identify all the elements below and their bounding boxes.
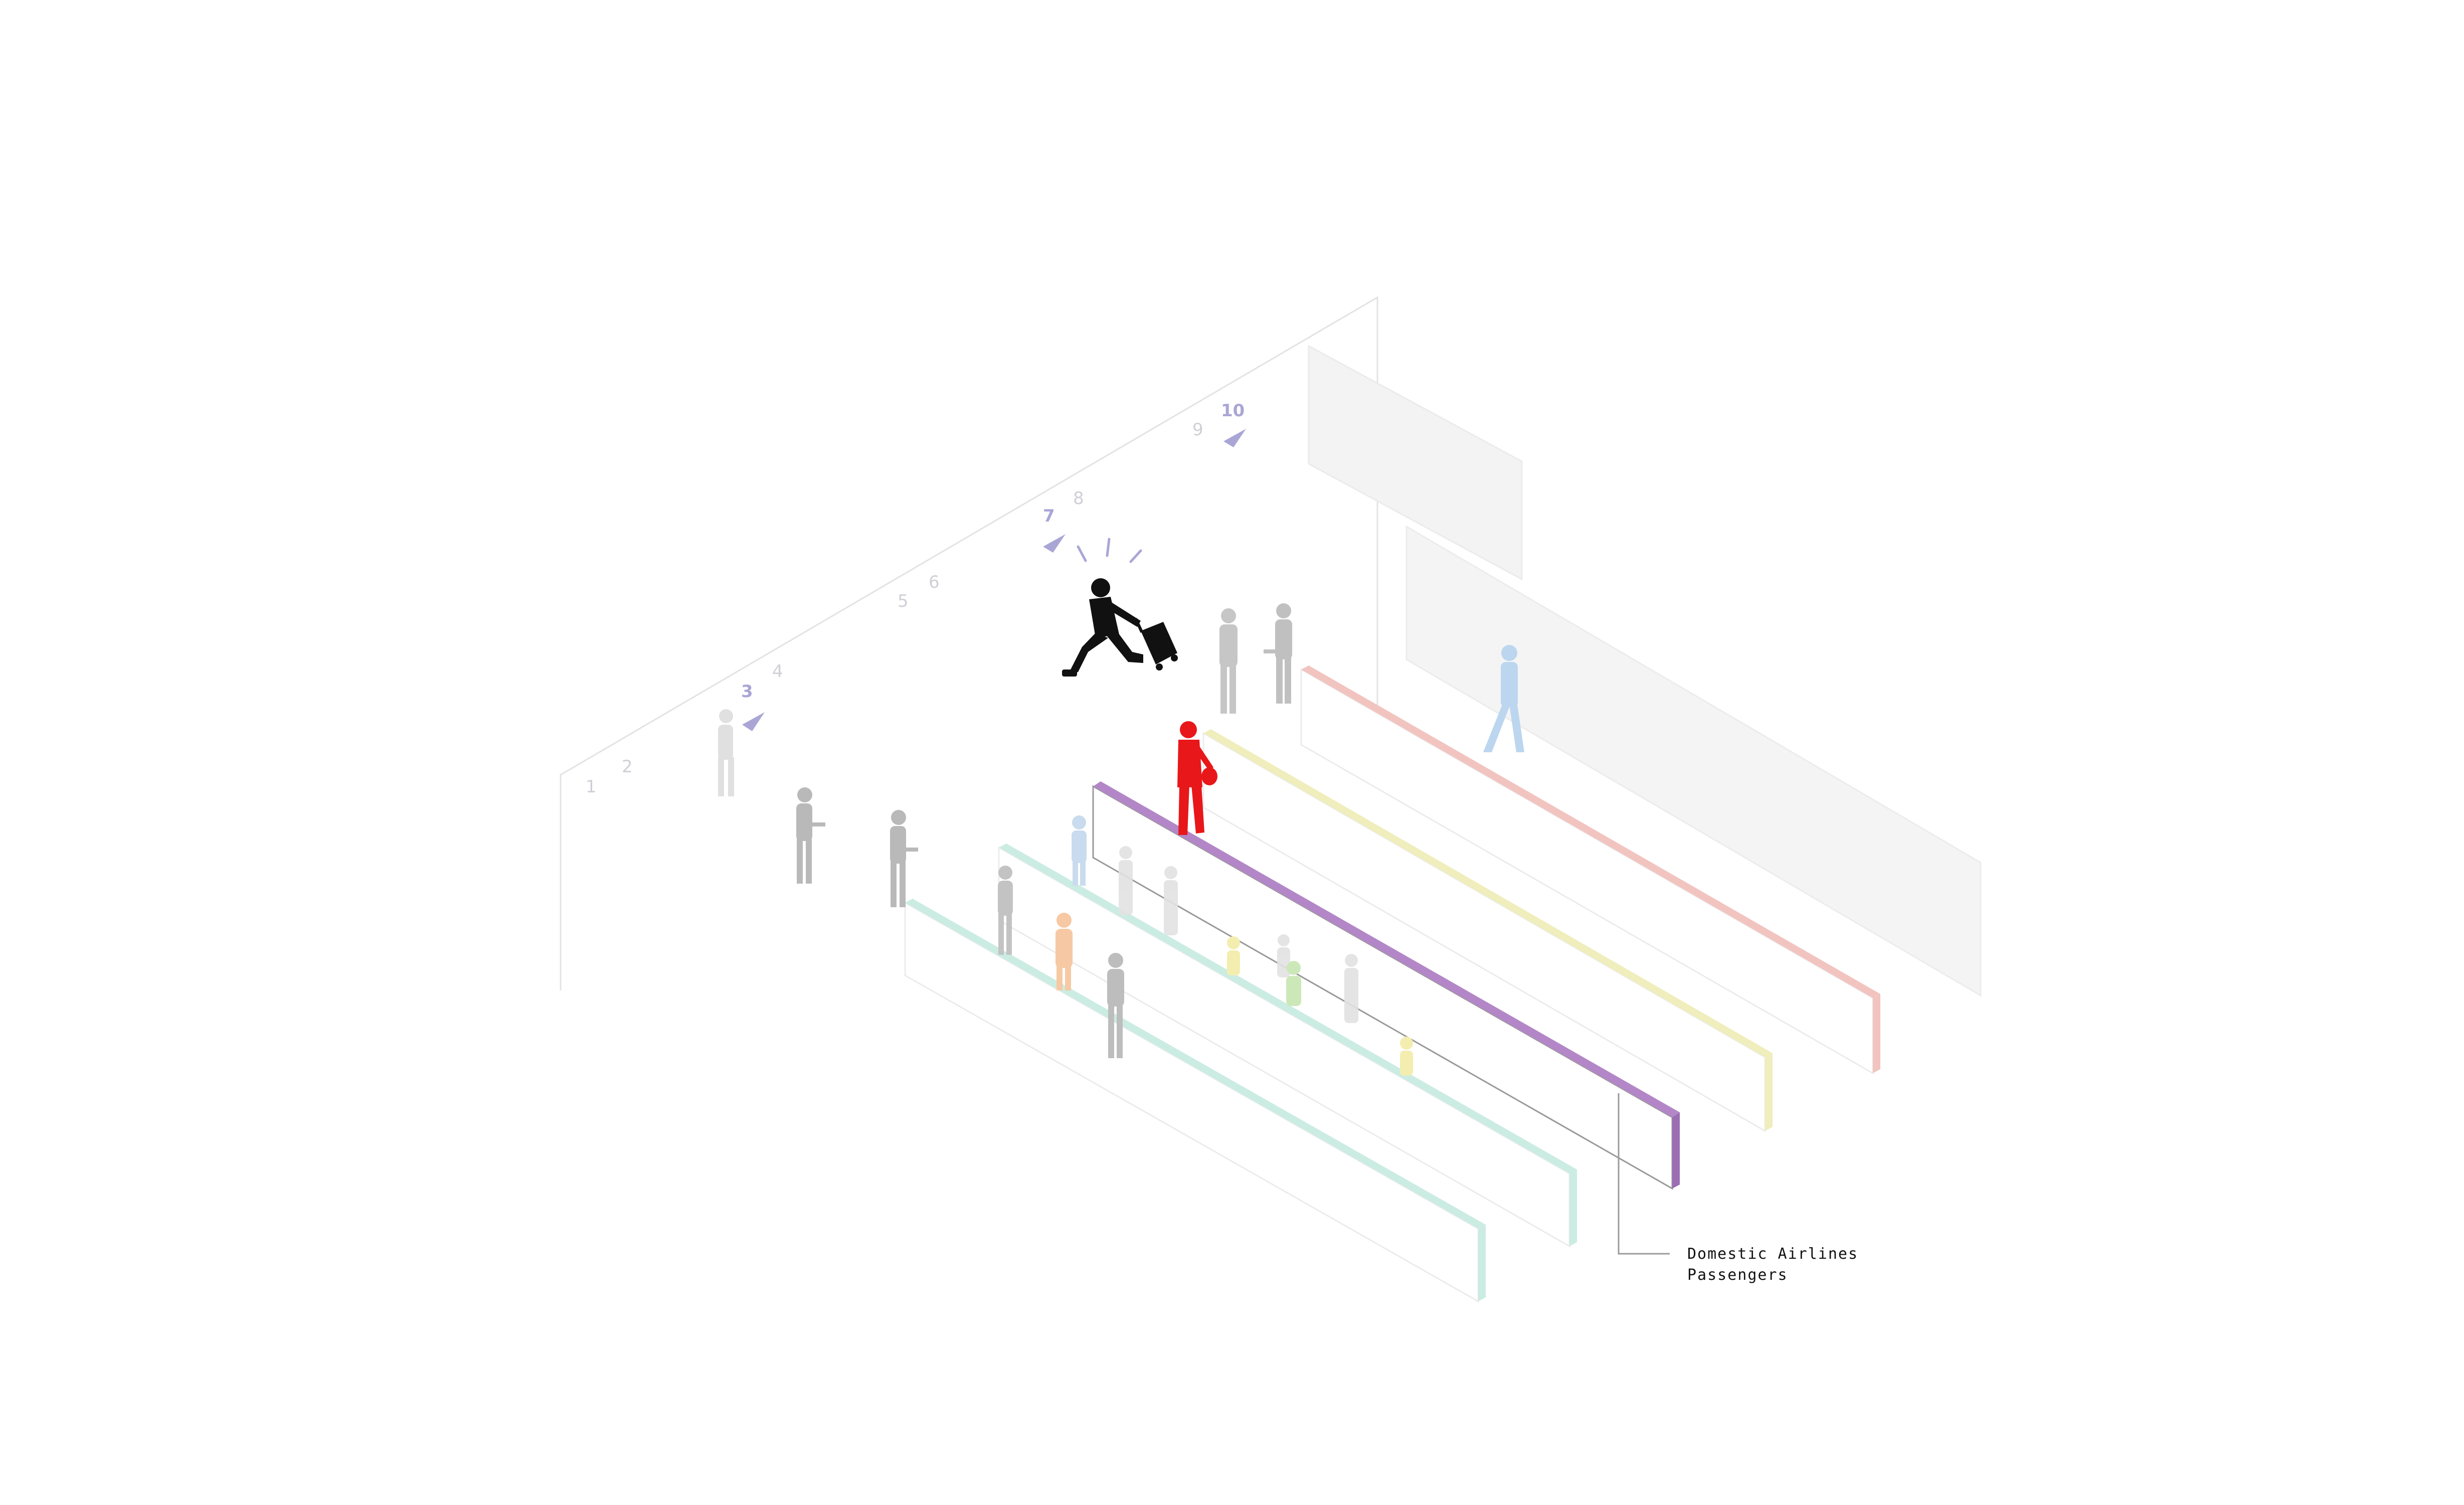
callout-label-line2: Passengers xyxy=(1687,1266,1788,1284)
barrier-mint-near xyxy=(904,899,1486,1303)
passenger-grey-4 xyxy=(1219,608,1238,714)
callout-label-line1: Domestic Airlines xyxy=(1687,1245,1858,1263)
gate-markers xyxy=(742,429,1246,731)
gate-number-10: 10 xyxy=(1221,401,1245,421)
gate-number-7: 7 xyxy=(1043,506,1055,526)
gate-10-marker-icon xyxy=(1223,429,1246,447)
barrier-pink xyxy=(1300,665,1880,1075)
passenger-faded-group xyxy=(1119,846,1358,1023)
gate-number-1: 1 xyxy=(586,777,597,797)
gate-number-8: 8 xyxy=(1073,488,1084,509)
passenger-grey-3 xyxy=(890,810,918,907)
callout-leader-line xyxy=(1618,1093,1670,1255)
passenger-orange xyxy=(1055,913,1073,990)
gate-number-6: 6 xyxy=(929,572,940,592)
passenger-green xyxy=(1286,961,1301,1006)
gate-number-5: 5 xyxy=(898,591,909,611)
gate-numbers: 1 2 3 4 5 6 7 8 9 10 xyxy=(586,401,1245,797)
gate-3-marker-icon xyxy=(742,712,765,731)
gate-number-2: 2 xyxy=(622,757,633,777)
passenger-yellow xyxy=(1227,936,1413,1076)
back-wall-panels xyxy=(1308,345,1982,997)
passenger-blue-small xyxy=(1072,815,1087,886)
passenger-running-black xyxy=(1062,578,1178,677)
passenger-grey-2 xyxy=(796,787,825,884)
passenger-grey-1 xyxy=(718,709,734,796)
barrier-yellow xyxy=(1202,729,1773,1132)
passenger-grey-7 xyxy=(1107,953,1124,1058)
passenger-grey-5 xyxy=(1264,603,1292,704)
barrier-domestic-highlight xyxy=(1092,781,1680,1190)
gate-7-marker-icon xyxy=(1043,534,1066,553)
alert-ticks-icon xyxy=(1077,538,1142,563)
passenger-blue-walking xyxy=(1483,645,1524,752)
gate-number-4: 4 xyxy=(772,661,783,682)
callout-domestic-airlines: Domestic Airlines Passengers xyxy=(1618,1093,1858,1284)
passenger-highlight-red xyxy=(1177,721,1217,835)
passenger-grey-6 xyxy=(998,866,1013,955)
gate-number-3: 3 xyxy=(741,682,753,702)
passengers xyxy=(718,578,1524,1076)
gate-number-9: 9 xyxy=(1192,420,1203,440)
